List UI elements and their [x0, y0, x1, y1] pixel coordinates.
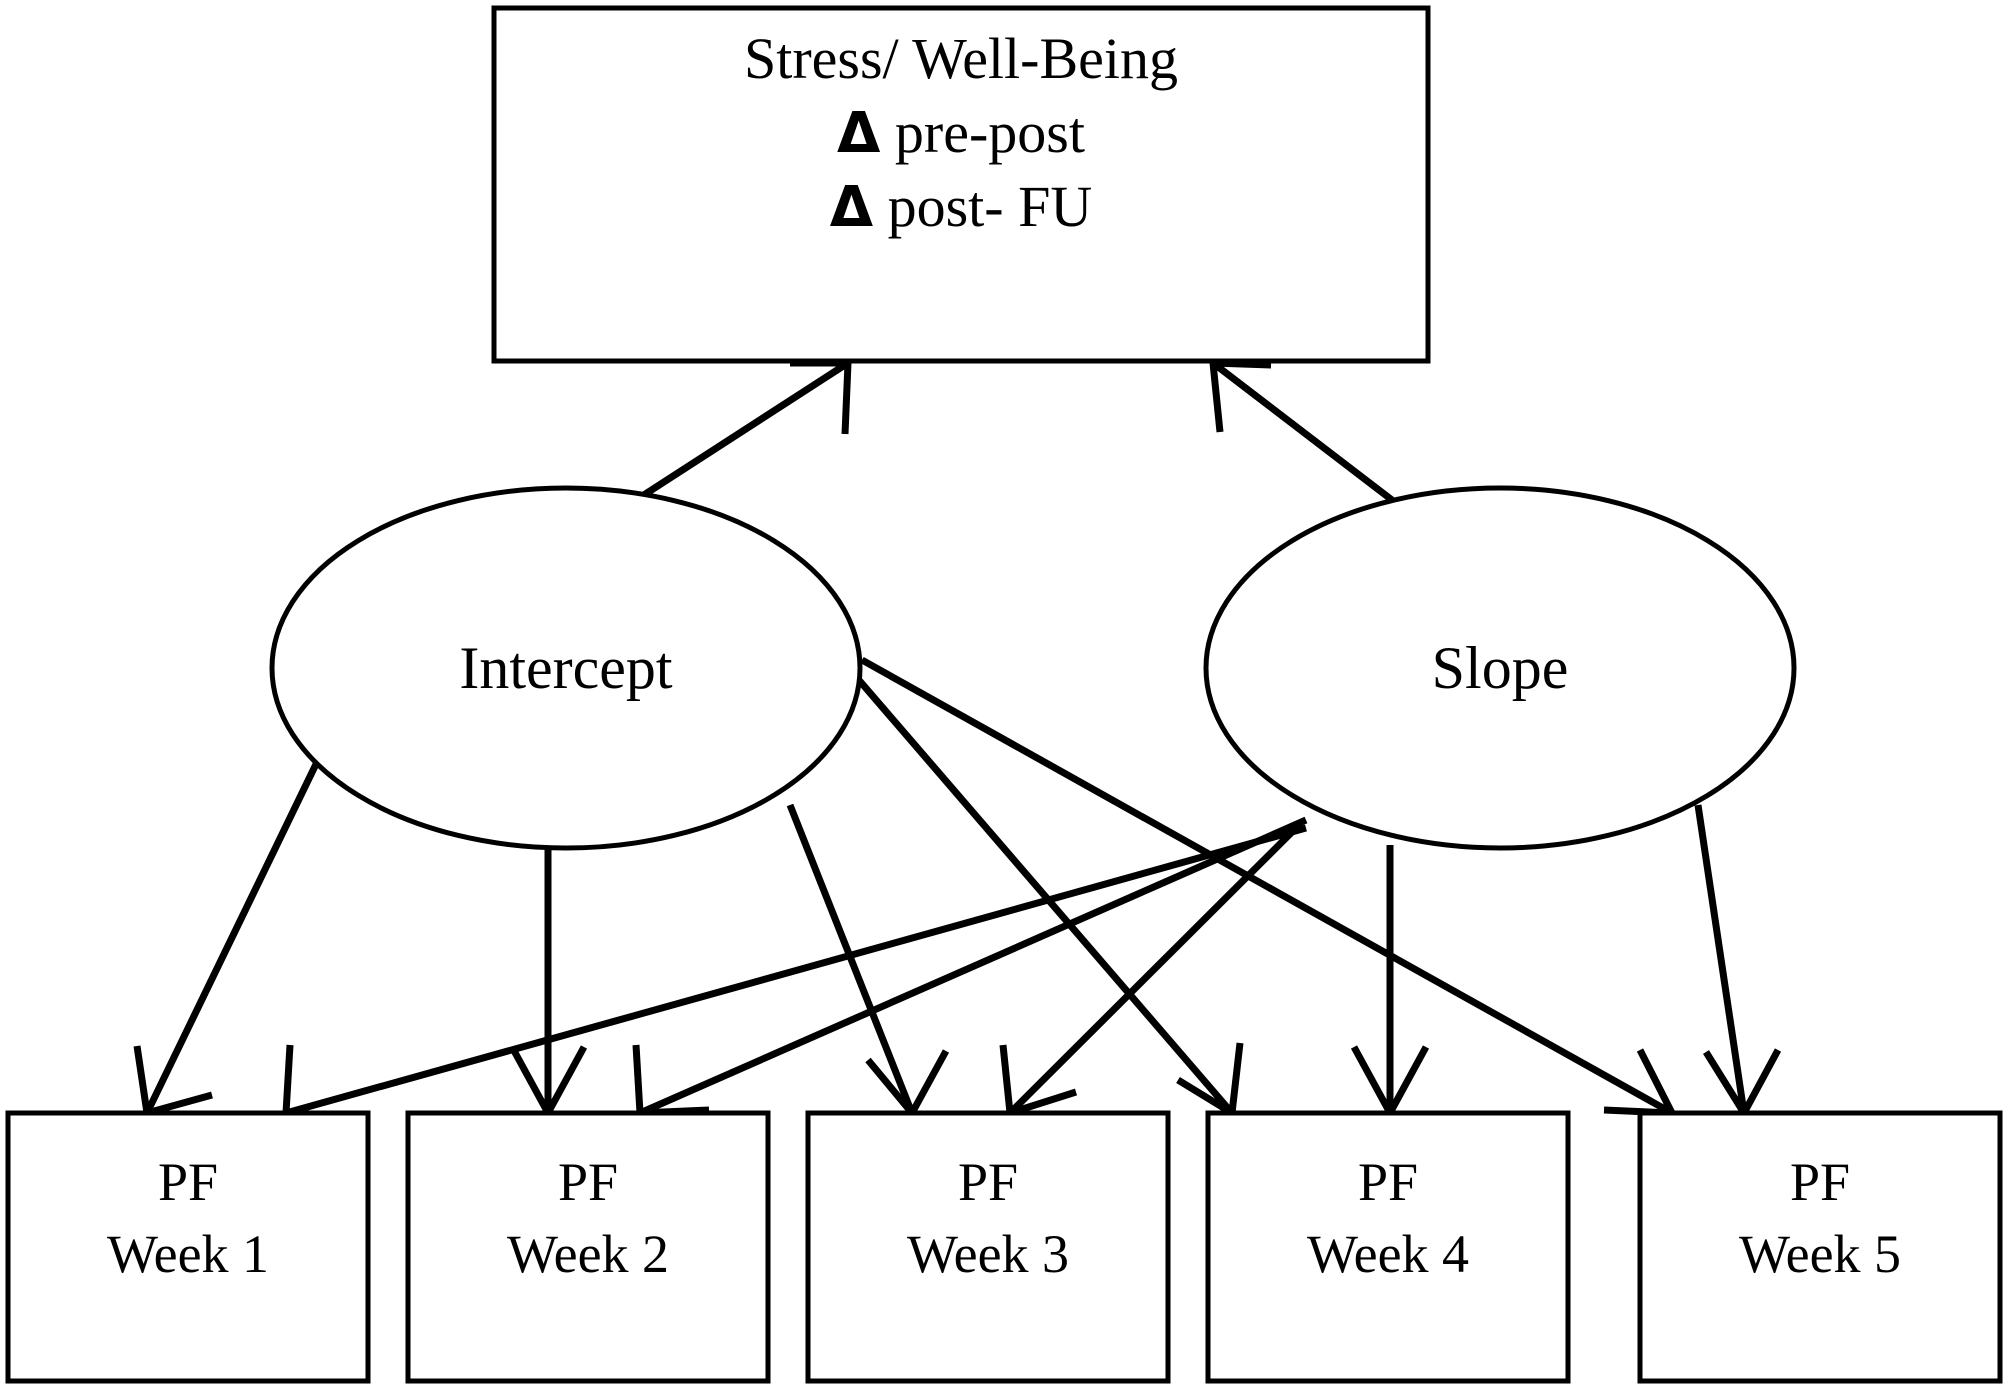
path-slope-to-pf-week-5	[1694, 804, 1782, 1120]
indicator-label-line2-4: Week 4	[1307, 1224, 1469, 1284]
indicator-box-pf-week-1[interactable]: PF Week 1	[5, 1110, 371, 1384]
outcome-line-3: Δ post- FU	[830, 174, 1093, 240]
delta-symbol-post-fu: Δ	[830, 175, 874, 240]
indicator-label-line1-4: PF	[1358, 1152, 1418, 1212]
latent-label-slope: Slope	[1432, 635, 1569, 701]
indicator-box-pf-week-4[interactable]: PF Week 4	[1205, 1110, 1571, 1384]
path-intercept-to-outcome	[634, 359, 852, 503]
latent-label-intercept: Intercept	[459, 635, 673, 701]
latent-ellipse-slope[interactable]: Slope	[1203, 485, 1797, 851]
path-slope-to-pf-week-2	[632, 816, 1308, 1117]
indicator-label-line1-5: PF	[1790, 1152, 1850, 1212]
indicator-label-line2-1: Week 1	[107, 1224, 269, 1284]
outcome-box[interactable]: Stress/ Well-Being Δ pre-post Δ post- FU	[491, 5, 1431, 364]
outcome-line-1: Stress/ Well-Being	[744, 26, 1178, 91]
indicator-label-line1-3: PF	[958, 1152, 1018, 1212]
outcome-line-2-text: pre-post	[880, 100, 1085, 165]
indicator-box-pf-week-3[interactable]: PF Week 3	[805, 1110, 1171, 1384]
outcome-line-3-text: post- FU	[873, 174, 1092, 239]
indicator-label-line2-3: Week 3	[907, 1224, 1069, 1284]
path-slope-to-pf-week-3	[999, 821, 1303, 1118]
path-intercept-to-pf-week-3	[786, 803, 950, 1120]
indicator-label-line2-2: Week 2	[507, 1224, 669, 1284]
outcome-line-2: Δ pre-post	[837, 100, 1085, 166]
indicator-label-line2-5: Week 5	[1739, 1224, 1901, 1284]
indicator-label-line1-2: PF	[558, 1152, 618, 1212]
latent-ellipse-intercept[interactable]: Intercept	[269, 485, 863, 851]
path-slope-to-pf-week-4	[1350, 845, 1430, 1121]
path-slope-to-outcome	[1209, 359, 1395, 503]
delta-symbol-pre-post: Δ	[837, 101, 881, 166]
indicator-label-line1-1: PF	[158, 1152, 218, 1212]
indicator-box-pf-week-2[interactable]: PF Week 2	[405, 1110, 771, 1384]
indicator-box-pf-week-5[interactable]: PF Week 5	[1637, 1110, 2003, 1384]
path-intercept-to-pf-week-4	[849, 669, 1244, 1119]
path-intercept-to-pf-week-2	[508, 843, 588, 1121]
